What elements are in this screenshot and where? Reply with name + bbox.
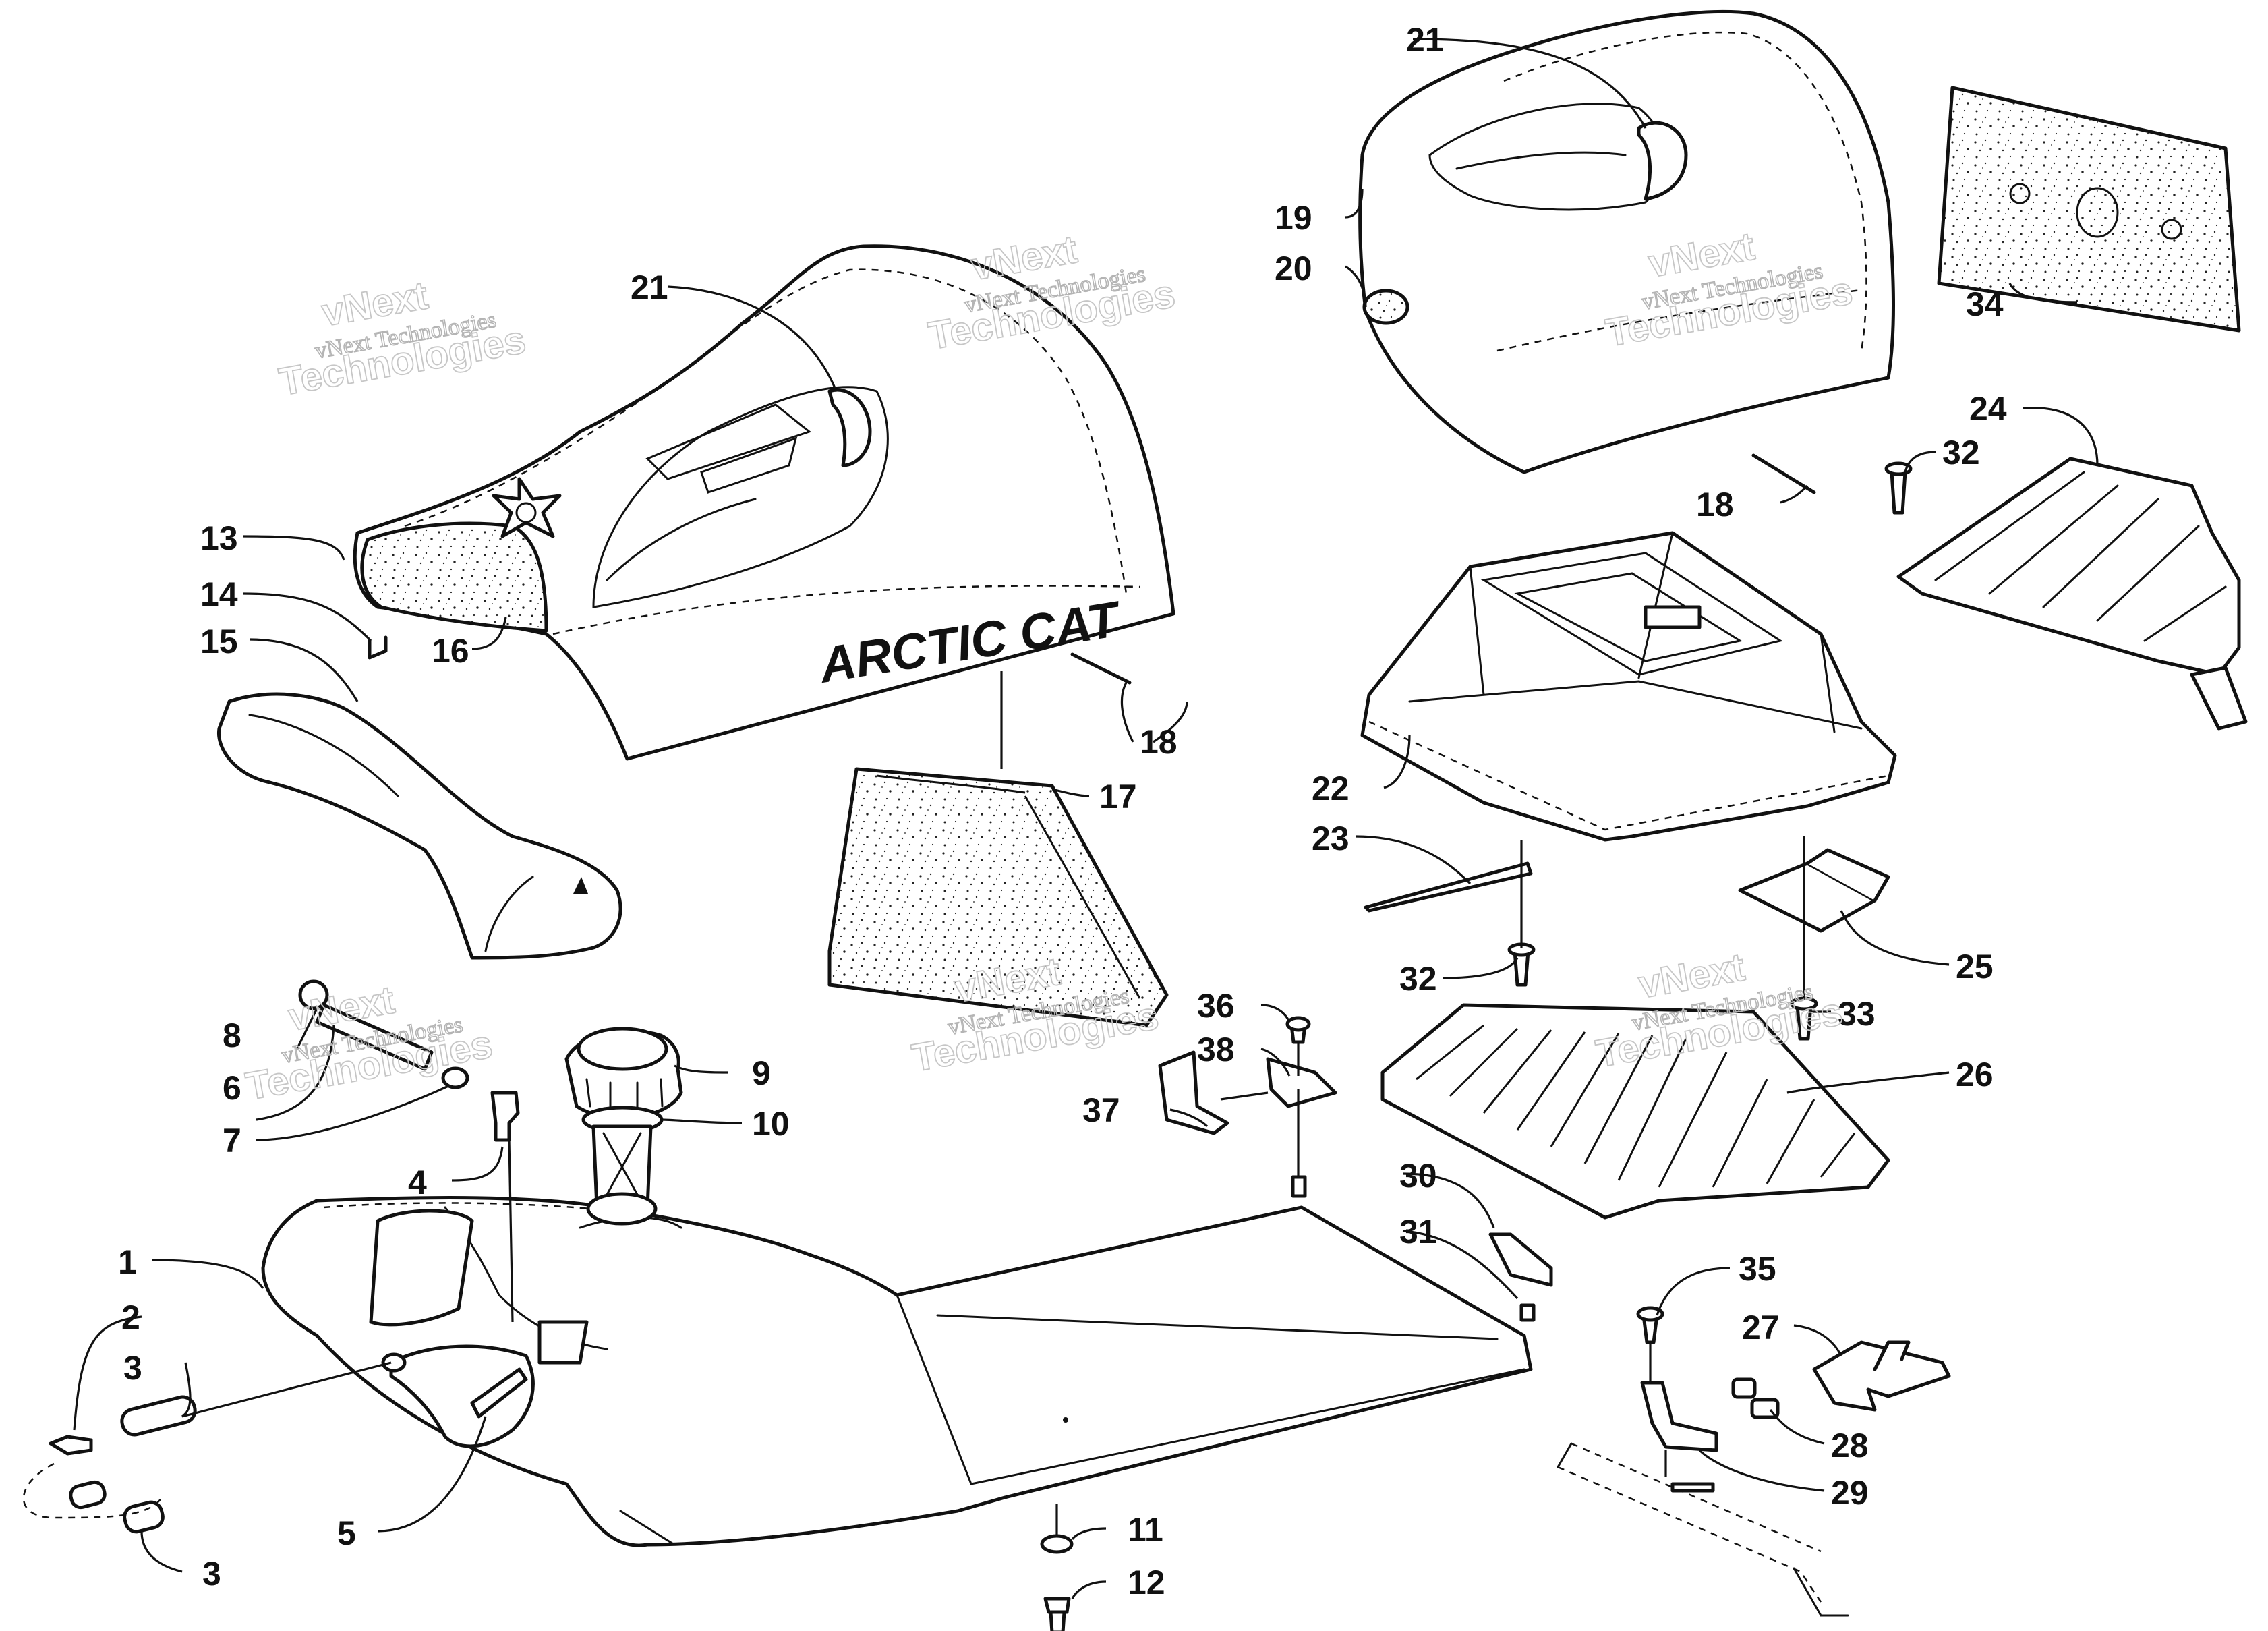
seat-assembly: ARCTIC CAT xyxy=(353,244,1175,761)
callout-36: 36 xyxy=(1197,987,1235,1025)
bracket-29 xyxy=(1640,1381,1718,1452)
callout-22: 22 xyxy=(1312,770,1349,807)
callout-11: 11 xyxy=(1128,1511,1163,1549)
clamp-8 xyxy=(298,979,329,1010)
callout-14: 14 xyxy=(200,575,238,613)
callout-28: 28 xyxy=(1831,1427,1869,1464)
callout-9: 9 xyxy=(752,1054,771,1092)
storage-box-22 xyxy=(1360,531,1897,842)
callout-6: 6 xyxy=(223,1069,241,1107)
spring-28a xyxy=(1731,1377,1757,1399)
callout-15: 15 xyxy=(200,623,238,660)
callout-1: 1 xyxy=(118,1243,137,1281)
callout-18-right: 18 xyxy=(1696,486,1734,523)
pin-18-right xyxy=(1751,453,1816,494)
callout-32-upper: 32 xyxy=(1942,434,1980,471)
rod-23 xyxy=(1364,861,1533,913)
mount-rail xyxy=(1557,1442,1849,1617)
washer-11 xyxy=(1040,1534,1074,1554)
fitting-5 xyxy=(470,1367,528,1419)
leader-lines xyxy=(73,38,2099,1599)
callout-34: 34 xyxy=(1966,285,2004,323)
filler-neck-10 xyxy=(581,1106,664,1226)
callout-21-lid: 21 xyxy=(1406,21,1444,59)
bracket-30 xyxy=(1488,1232,1553,1287)
callout-25: 25 xyxy=(1956,948,1994,985)
lid-strap xyxy=(1637,121,1688,201)
callout-18-left: 18 xyxy=(1140,723,1177,761)
callout-32-lower: 32 xyxy=(1399,960,1437,998)
callout-26: 26 xyxy=(1956,1056,1994,1093)
seat-strap xyxy=(827,388,872,467)
callout-4: 4 xyxy=(408,1164,427,1201)
hose-3c xyxy=(69,1480,107,1510)
callout-10: 10 xyxy=(752,1105,790,1143)
clamp-7 xyxy=(441,1066,469,1089)
callout-13: 13 xyxy=(200,519,238,557)
callout-5: 5 xyxy=(337,1514,356,1552)
callout-37: 37 xyxy=(1082,1091,1120,1129)
callout-labels: 1 2 3 3 4 5 6 7 8 9 10 11 12 13 14 15 16… xyxy=(118,21,2007,1601)
fuel-tank-1 xyxy=(261,1196,1533,1547)
callout-7: 7 xyxy=(223,1122,241,1160)
callout-29: 29 xyxy=(1831,1474,1869,1512)
callout-3-upper: 3 xyxy=(123,1349,142,1387)
pin-18-left xyxy=(1070,652,1132,685)
foam-block-17 xyxy=(827,767,1169,1027)
callout-3-lower: 3 xyxy=(202,1555,221,1593)
seat-emblem xyxy=(492,477,562,538)
callout-38: 38 xyxy=(1197,1031,1235,1068)
hose-3b xyxy=(123,1500,165,1534)
callout-33: 33 xyxy=(1838,995,1876,1033)
fuel-tank-recess xyxy=(389,1344,535,1448)
callout-31: 31 xyxy=(1399,1213,1437,1251)
callout-24: 24 xyxy=(1969,390,2007,428)
callout-19: 19 xyxy=(1275,199,1312,237)
callout-8: 8 xyxy=(223,1017,241,1054)
spacer-31 xyxy=(1291,1175,1307,1198)
callout-23: 23 xyxy=(1312,820,1349,857)
callout-27: 27 xyxy=(1742,1309,1780,1346)
spacer-31b xyxy=(1519,1303,1536,1322)
plate-25 xyxy=(1738,848,1890,933)
callout-17: 17 xyxy=(1099,778,1137,816)
elbow-fitting-4 xyxy=(490,1091,520,1142)
floor-mat-26 xyxy=(1380,1003,1890,1220)
seat-foam-cutaway xyxy=(360,521,548,633)
callout-16: 16 xyxy=(432,632,469,670)
fuel-hardware xyxy=(22,461,1951,1631)
clip-14 xyxy=(368,635,388,660)
valve-2 xyxy=(49,1435,93,1456)
bracket-30-top xyxy=(1266,1057,1337,1108)
callout-30: 30 xyxy=(1399,1157,1437,1195)
rivet-32-right xyxy=(1890,470,1907,515)
hose-6 xyxy=(315,1003,434,1071)
screw-12 xyxy=(1043,1597,1071,1614)
callout-20: 20 xyxy=(1275,250,1312,287)
hose-3a xyxy=(120,1395,197,1437)
rear-lid-assembly xyxy=(1358,10,1895,474)
foam-pad-34 xyxy=(1937,86,2241,333)
callout-2: 2 xyxy=(121,1298,140,1336)
callout-12: 12 xyxy=(1128,1564,1165,1601)
bracket-37 xyxy=(1158,1050,1229,1135)
callout-35: 35 xyxy=(1739,1250,1776,1288)
latch-27-handle xyxy=(1873,1340,1911,1371)
callout-21-seat: 21 xyxy=(631,268,668,306)
emblem-20 xyxy=(1362,289,1409,325)
rear-brace-15 xyxy=(216,692,622,960)
filler-cap-9 xyxy=(564,1027,683,1120)
bracket-24 xyxy=(1896,457,2248,731)
